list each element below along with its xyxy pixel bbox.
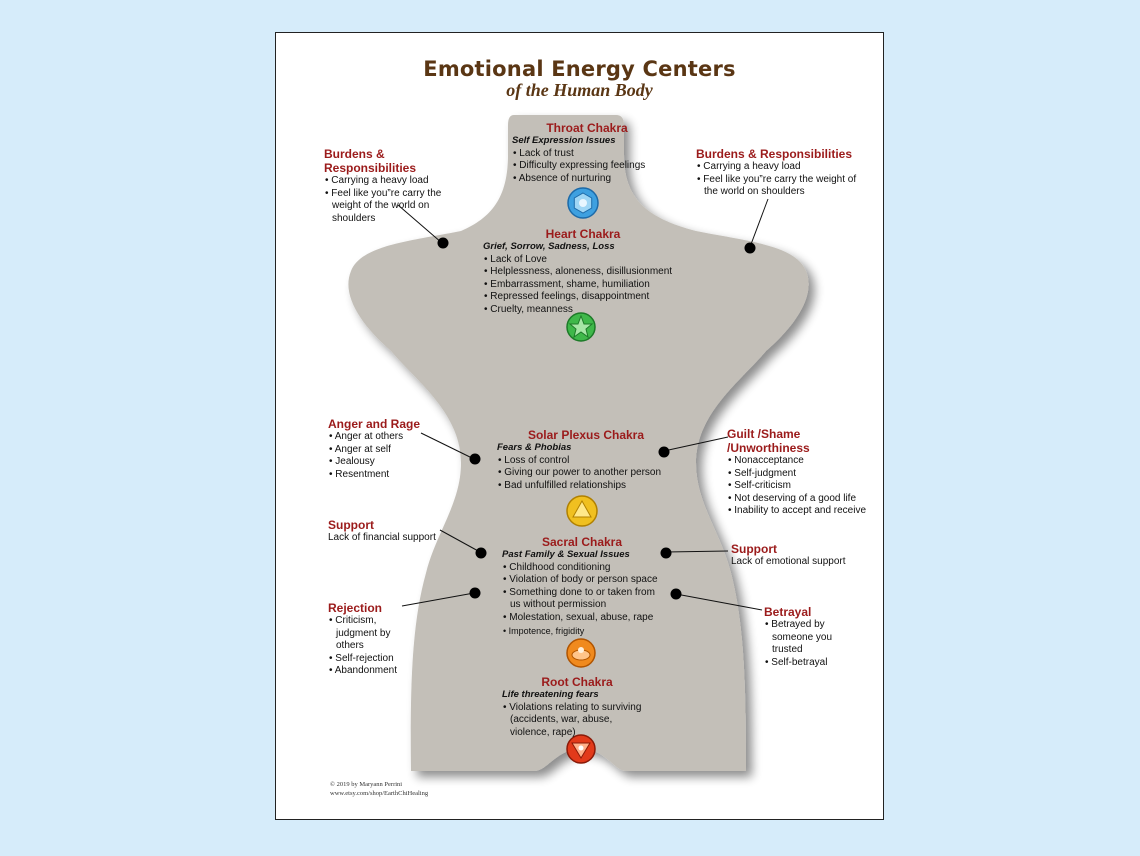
callout-item: Self-rejection bbox=[328, 653, 408, 666]
heart-chakra-name: Heart Chakra bbox=[545, 227, 621, 241]
page-title: Emotional Energy Centers bbox=[423, 57, 736, 81]
callout-anger: Anger and Rage Anger at others Anger at … bbox=[328, 417, 448, 481]
callout-heading: Burdens & Responsibilities bbox=[324, 147, 417, 175]
callout-item: Feel like you”re carry the weight of the… bbox=[696, 174, 866, 199]
point-burdens-right bbox=[744, 242, 756, 254]
root-chakra-name: Root Chakra bbox=[541, 675, 613, 689]
solar-plexus-chakra-name: Solar Plexus Chakra bbox=[527, 428, 645, 442]
callout-item: Lack of financial support bbox=[328, 532, 436, 543]
callout-heading: Support bbox=[731, 542, 777, 556]
solar-plexus-chakra-block: Solar Plexus Chakra Fears & Phobias Loss… bbox=[497, 428, 675, 492]
point-anger bbox=[469, 453, 481, 465]
callout-item: Jealousy bbox=[328, 456, 448, 469]
callout-item: Self-criticism bbox=[727, 480, 877, 493]
pointer-line-support-left bbox=[439, 529, 481, 553]
sacral-chakra-icon bbox=[566, 638, 596, 668]
heart-chakra-item: Helplessness, aloneness, disillusionment bbox=[483, 266, 683, 279]
root-chakra-subtitle: Life threatening fears bbox=[502, 689, 599, 700]
callout-item: Abandonment bbox=[328, 665, 408, 678]
heart-chakra-item: Embarrassment, shame, humiliation bbox=[483, 279, 683, 292]
chart-page: Emotional Energy Centers of the Human Bo… bbox=[275, 32, 884, 820]
callout-heading: Burdens & Responsibilities bbox=[696, 147, 853, 161]
heart-chakra-icon bbox=[566, 312, 596, 342]
callout-betrayal: Betrayal Betrayed by someone you trusted… bbox=[764, 605, 844, 669]
callout-item: Inability to accept and receive bbox=[727, 505, 877, 518]
callout-support-right: Support Lack of emotional support bbox=[731, 542, 861, 569]
pointer-line-support-right bbox=[665, 550, 729, 553]
callout-support-left: Support Lack of financial support bbox=[328, 518, 448, 545]
pointer-line-rejection bbox=[401, 592, 475, 607]
copyright-notice: © 2019 by Maryann Perrini www.etsy.com/s… bbox=[330, 780, 428, 798]
callout-burdens-left: Burdens & Responsibilities Carrying a he… bbox=[324, 147, 452, 225]
sacral-chakra-item: Impotence, frigidity bbox=[502, 625, 662, 638]
callout-item: Lack of emotional support bbox=[731, 556, 846, 567]
sacral-chakra-block: Sacral Chakra Past Family & Sexual Issue… bbox=[502, 535, 662, 637]
point-rejection bbox=[469, 587, 481, 599]
page-subtitle: of the Human Body bbox=[506, 80, 653, 100]
callout-item: Betrayed by someone you trusted bbox=[764, 619, 844, 657]
callout-item: Self-judgment bbox=[727, 468, 877, 481]
solar-plexus-chakra-icon bbox=[566, 495, 598, 527]
pointer-line-burdens-right bbox=[749, 198, 769, 248]
heart-chakra-item: Cruelty, meanness bbox=[483, 304, 683, 317]
callout-item: Anger at others bbox=[328, 431, 448, 444]
callout-heading: Anger and Rage bbox=[328, 417, 421, 431]
point-support-left bbox=[475, 547, 487, 559]
root-chakra-block: Root Chakra Life threatening fears Viola… bbox=[502, 675, 652, 739]
callout-heading: Support bbox=[328, 518, 374, 532]
callout-heading: Guilt /Shame /Unworthiness bbox=[727, 427, 810, 455]
throat-chakra-item: Absence of nurturing bbox=[512, 173, 662, 186]
callout-burdens-right: Burdens & Responsibilities Carrying a he… bbox=[696, 147, 866, 199]
callout-item: Carrying a heavy load bbox=[324, 175, 452, 188]
sacral-chakra-item: Something done to or taken from us witho… bbox=[502, 587, 662, 612]
point-support-right bbox=[660, 547, 672, 559]
heart-chakra-item: Repressed feelings, disappointment bbox=[483, 291, 683, 304]
callout-item: Feel like you”re carry the weight of the… bbox=[324, 188, 452, 226]
throat-chakra-icon bbox=[567, 187, 599, 219]
callout-item: Anger at self bbox=[328, 444, 448, 457]
solar-plexus-chakra-item: Loss of control bbox=[497, 455, 675, 468]
callout-item: Nonacceptance bbox=[727, 455, 877, 468]
root-chakra-item: Violations relating to surviving (accide… bbox=[502, 702, 652, 740]
sacral-chakra-name: Sacral Chakra bbox=[541, 535, 623, 549]
callout-item: Resentment bbox=[328, 469, 448, 482]
pointer-line-guilt bbox=[663, 436, 729, 452]
throat-chakra-block: Throat Chakra Self Expression Issues Lac… bbox=[512, 121, 662, 185]
callout-item: Criticism, judgment by others bbox=[328, 615, 408, 653]
throat-chakra-item: Lack of trust bbox=[512, 148, 662, 161]
sacral-chakra-item: Childhood conditioning bbox=[502, 562, 662, 575]
copyright-url: www.etsy.com/shop/EarthChiHealing bbox=[330, 790, 429, 797]
copyright-line: © 2019 by Maryann Perrini bbox=[330, 781, 403, 788]
heart-chakra-subtitle: Grief, Sorrow, Sadness, Loss bbox=[483, 241, 615, 252]
callout-item: Self-betrayal bbox=[764, 657, 844, 670]
pointer-line-betrayal bbox=[675, 593, 763, 611]
sacral-chakra-item: Molestation, sexual, abuse, rape bbox=[502, 612, 662, 625]
throat-chakra-name: Throat Chakra bbox=[546, 121, 628, 135]
heart-chakra-item: Lack of Love bbox=[483, 254, 683, 267]
callout-heading: Rejection bbox=[328, 601, 383, 615]
solar-plexus-chakra-subtitle: Fears & Phobias bbox=[497, 442, 572, 453]
throat-chakra-subtitle: Self Expression Issues bbox=[512, 135, 616, 146]
callout-item: Carrying a heavy load bbox=[696, 161, 866, 174]
point-betrayal bbox=[670, 588, 682, 600]
heart-chakra-block: Heart Chakra Grief, Sorrow, Sadness, Los… bbox=[483, 227, 683, 317]
throat-chakra-item: Difficulty expressing feelings bbox=[512, 160, 662, 173]
callout-heading: Betrayal bbox=[764, 605, 812, 619]
solar-plexus-chakra-item: Bad unfulfilled relationships bbox=[497, 480, 675, 493]
torso-shape bbox=[348, 115, 809, 771]
body-silhouette bbox=[348, 115, 809, 771]
solar-plexus-chakra-item: Giving our power to another person bbox=[497, 467, 675, 480]
sacral-chakra-item: Violation of body or person space bbox=[502, 574, 662, 587]
point-burdens-left bbox=[437, 237, 449, 249]
callout-item: Not deserving of a good life bbox=[727, 493, 877, 506]
callout-guilt: Guilt /Shame /Unworthiness Nonacceptance… bbox=[727, 427, 877, 518]
callout-rejection: Rejection Criticism, judgment by others … bbox=[328, 601, 408, 678]
sacral-chakra-subtitle: Past Family & Sexual Issues bbox=[502, 549, 630, 560]
